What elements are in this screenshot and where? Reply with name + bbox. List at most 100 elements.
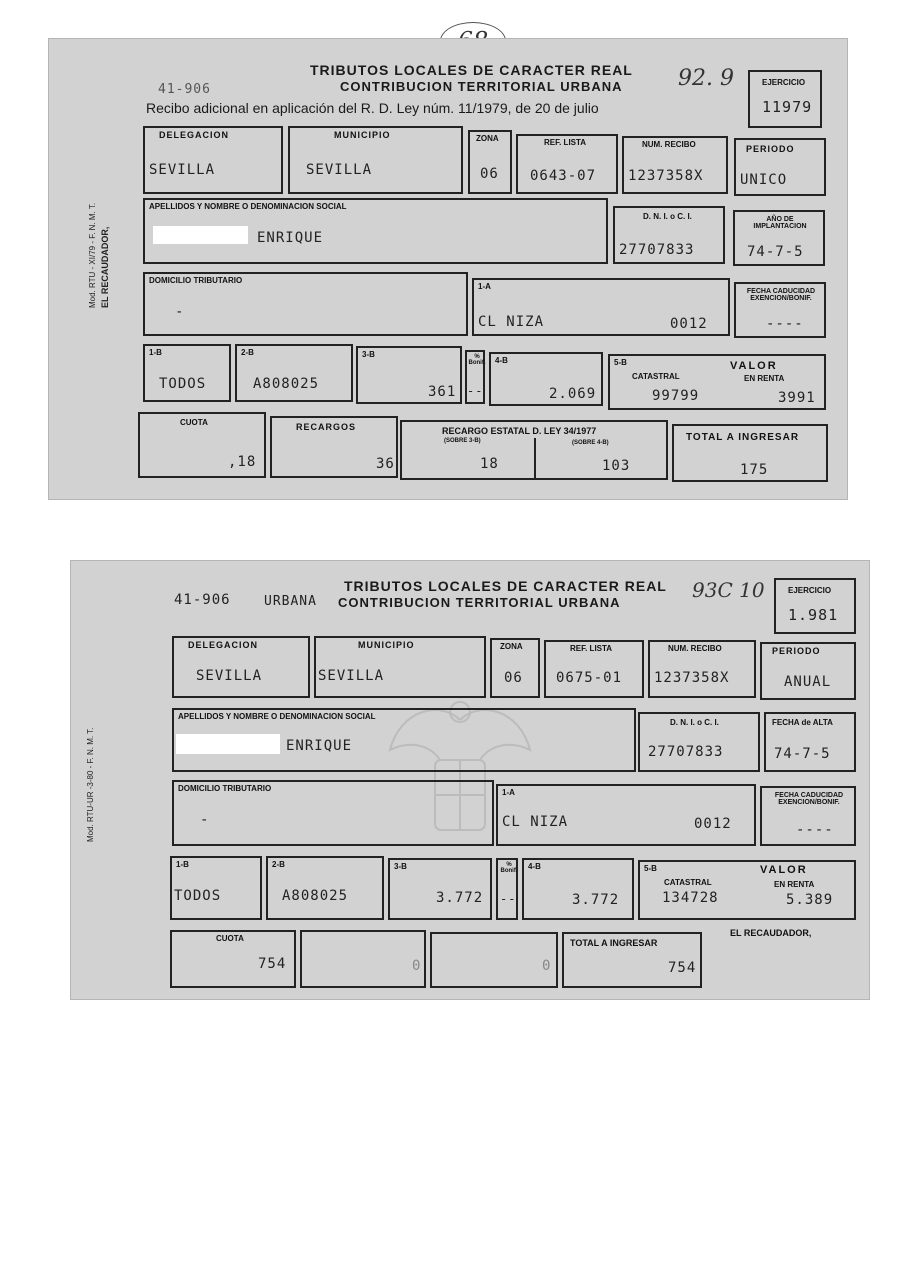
receipt-code: 41-906 (158, 82, 211, 97)
ejercicio-box: EJERCICIO 11979 (748, 70, 822, 128)
ref-lista-value: 0675-01 (556, 670, 623, 686)
recargos-value: 36 (376, 456, 395, 472)
amount-box-2-value: 0 (412, 958, 422, 974)
zona-value: 06 (480, 166, 499, 182)
num-recibo-box: NUM. RECIBO 1237358X (648, 640, 756, 698)
1a-number: 0012 (694, 816, 732, 832)
total-box: TOTAL A INGRESAR 754 (562, 932, 702, 988)
periodo-value: ANUAL (784, 674, 832, 690)
bonif-box: % Bonif. -- (496, 858, 518, 920)
4b-value: 2.069 (549, 386, 597, 402)
total-value: 754 (668, 960, 697, 976)
fecha-caducidad-box: FECHA CADUCIDAD EXENCION/BONIF. ---- (734, 282, 826, 338)
receipt-title-line2: CONTRIBUCION TERRITORIAL URBANA (338, 595, 621, 610)
sobre-3b-value: 18 (480, 456, 499, 472)
receipt-title-line2: CONTRIBUCION TERRITORIAL URBANA (340, 79, 623, 94)
dni-value: 27707833 (619, 242, 695, 258)
recargos-box: RECARGOS 36 (270, 416, 398, 478)
cuota-box: CUOTA 754 (170, 930, 296, 988)
periodo-box: PERIODO ANUAL (760, 642, 856, 700)
domicilio-box: DOMICILIO TRIBUTARIO - (172, 780, 494, 846)
municipio-box: MUNICIPIO SEVILLA (314, 636, 486, 698)
1a-value: CL NIZA (478, 314, 545, 330)
form-model-text: Mod. RTU - XI/79 - F. N. M. T. (88, 202, 97, 308)
recargo-estatal-box: RECARGO ESTATAL D. LEY 34/1977 (SOBRE 3-… (400, 420, 668, 480)
ejercicio-value: 11979 (762, 98, 813, 116)
1a-value: CL NIZA (502, 814, 569, 830)
delegacion-box: DELEGACION SEVILLA (172, 636, 310, 698)
redaction-block (153, 226, 248, 244)
total-value: 175 (740, 462, 769, 478)
2b-box: 2-B A808025 (266, 856, 384, 920)
ano-implantacion-box: AÑO DE IMPLANTACION 74-7-5 (733, 210, 825, 266)
apellidos-box: APELLIDOS Y NOMBRE O DENOMINACION SOCIAL… (143, 198, 608, 264)
zona-value: 06 (504, 670, 523, 686)
fecha-caducidad-value: ---- (796, 822, 834, 838)
1b-value: TODOS (159, 376, 207, 392)
delegacion-value: SEVILLA (149, 162, 216, 178)
receipt-1979: 41-906 TRIBUTOS LOCALES DE CARACTER REAL… (48, 38, 848, 500)
en-renta-value: 5.389 (786, 892, 834, 908)
4b-value: 3.772 (572, 892, 620, 908)
cuota-value: ,18 (228, 454, 257, 470)
domicilio-value: - (175, 304, 185, 320)
amount-box-3-value: 0 (542, 958, 552, 974)
1a-box: 1-A CL NIZA 0012 (496, 784, 756, 846)
bonif-value: -- (500, 892, 517, 906)
cuota-box: CUOTA ,18 (138, 412, 266, 478)
handwritten-note: 93C 10 (692, 578, 765, 602)
coat-of-arms-watermark (388, 701, 532, 831)
total-box: TOTAL A INGRESAR 175 (672, 424, 828, 482)
ejercicio-value: 1.981 (788, 606, 839, 624)
1b-box: 1-B TODOS (170, 856, 262, 920)
nombre-value: ENRIQUE (286, 738, 353, 754)
apellidos-box: APELLIDOS Y NOMBRE O DENOMINACION SOCIAL… (172, 708, 636, 772)
zona-box: ZONA 06 (490, 638, 540, 698)
sobre-4b-value: 103 (602, 458, 631, 474)
num-recibo-box: NUM. RECIBO 1237358X (622, 136, 728, 194)
delegacion-box: DELEGACION SEVILLA (143, 126, 283, 194)
redaction-block (176, 734, 280, 754)
municipio-value: SEVILLA (318, 668, 385, 684)
subtitle: Recibo adicional en aplicación del R. D.… (146, 100, 599, 116)
dni-box: D. N. I. o C. I. 27707833 (638, 712, 760, 772)
fecha-alta-value: 74-7-5 (774, 746, 831, 762)
2b-box: 2-B A808025 (235, 344, 353, 402)
1a-number: 0012 (670, 316, 708, 332)
domicilio-box: DOMICILIO TRIBUTARIO - (143, 272, 468, 336)
periodo-value: UNICO (740, 172, 788, 188)
ejercicio-box: EJERCICIO 1.981 (774, 578, 856, 634)
bonif-value: -- (467, 384, 484, 398)
3b-value: 361 (428, 384, 457, 400)
catastral-value: 134728 (662, 890, 719, 906)
receipt-1981: 41-906 URBANA TRIBUTOS LOCALES DE CARACT… (70, 560, 870, 1000)
nombre-value: ENRIQUE (257, 230, 324, 246)
5b-box: 5-B VALOR CATASTRAL EN RENTA 99799 3991 (608, 354, 826, 410)
2b-value: A808025 (282, 888, 349, 904)
5b-box: 5-B VALOR CATASTRAL EN RENTA 134728 5.38… (638, 860, 856, 920)
fecha-caducidad-box: FECHA CADUCIDAD EXENCION/BONIF. ---- (760, 786, 856, 846)
cuota-value: 754 (258, 956, 287, 972)
domicilio-value: - (200, 812, 210, 828)
3b-value: 3.772 (436, 890, 484, 906)
zona-box: ZONA 06 (468, 130, 512, 194)
recaudador-vertical: EL RECAUDADOR, (100, 226, 110, 308)
receipt-title-line1: TRIBUTOS LOCALES DE CARACTER REAL (344, 578, 667, 594)
bonif-box: % Bonif. -- (465, 350, 486, 404)
dni-value: 27707833 (648, 744, 724, 760)
3b-box: 3-B 3.772 (388, 858, 492, 920)
municipio-value: SEVILLA (306, 162, 373, 178)
1a-box: 1-A CL NIZA 0012 (472, 278, 730, 336)
4b-box: 4-B 2.069 (489, 352, 603, 406)
3b-box: 3-B 361 (356, 346, 462, 404)
recaudador-label: EL RECAUDADOR, (730, 928, 812, 938)
amount-box-3: 0 (430, 932, 558, 988)
urbana-label: URBANA (264, 594, 317, 609)
num-recibo-value: 1237358X (628, 168, 704, 184)
form-model-text: Mod. RTU-UR -3-80 - F. N. M. T. (86, 727, 95, 842)
1b-value: TODOS (174, 888, 222, 904)
ref-lista-box: REF. LISTA 0643-07 (516, 134, 618, 194)
municipio-box: MUNICIPIO SEVILLA (288, 126, 463, 194)
en-renta-value: 3991 (778, 390, 816, 406)
receipt-title-line1: TRIBUTOS LOCALES DE CARACTER REAL (310, 62, 633, 78)
